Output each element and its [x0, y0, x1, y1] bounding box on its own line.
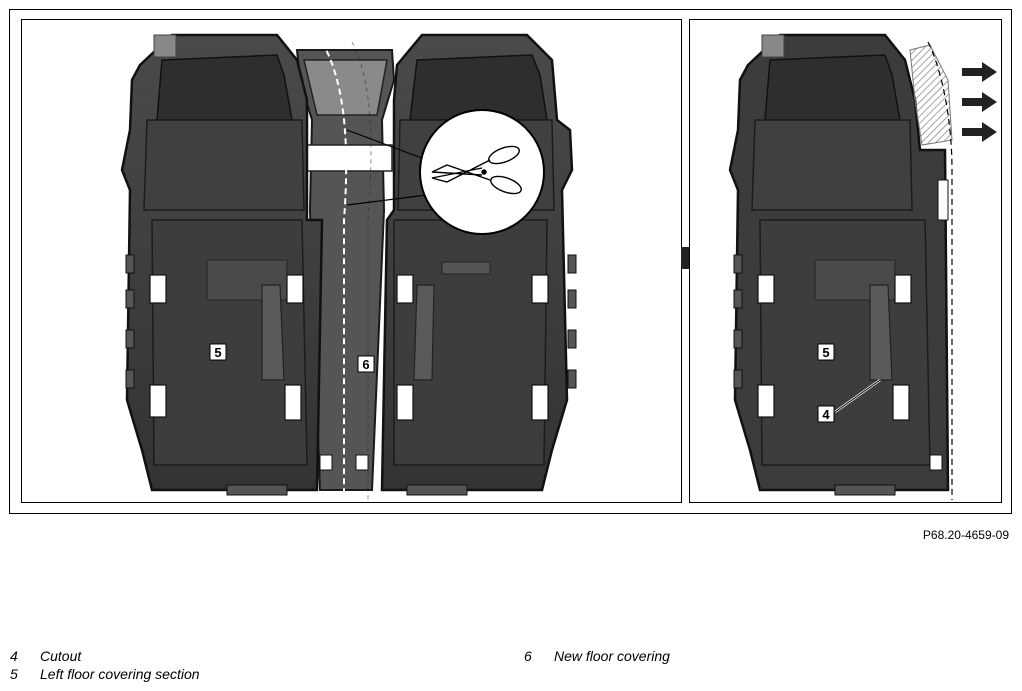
- mounting-tabs-cut: [733, 254, 896, 496]
- callout-5-box: [209, 343, 227, 361]
- cut-line: [321, 41, 348, 500]
- legend-number: 6: [524, 648, 532, 664]
- legend-number: 4: [10, 648, 18, 664]
- legend-right: 6 New floor covering: [524, 647, 670, 665]
- floor-covering-before-drawing: 5 6: [120, 33, 577, 500]
- legend-item: 4 Cutout: [10, 647, 200, 665]
- left-floor-section-cut: [728, 33, 950, 492]
- legend-left: 4 Cutout 5 Left floor covering section: [10, 647, 200, 683]
- tunnel-cutout: [306, 144, 393, 172]
- legend-item: 6 New floor covering: [524, 647, 670, 665]
- legend-text: Left floor covering section: [40, 666, 200, 682]
- floor-covering-after-drawing: 5 4: [728, 33, 997, 500]
- after-panel: 5 4: [689, 19, 1002, 503]
- right-floor-section: [380, 33, 574, 492]
- callout-5: 5: [214, 345, 221, 360]
- arrow-right-icon: [962, 122, 997, 142]
- scissors-icon: [431, 145, 522, 195]
- tunnel-top: [303, 59, 388, 116]
- legend-text: Cutout: [40, 648, 82, 664]
- cut-edge-line: [927, 41, 953, 500]
- legend-text: New floor covering: [554, 648, 670, 664]
- callout-5-right: 5: [822, 345, 829, 360]
- legend-item: 5 Left floor covering section: [10, 665, 200, 683]
- left-floor-section: [120, 33, 324, 492]
- arrow-right-icon: [962, 92, 997, 112]
- figure-frame: [9, 9, 1012, 514]
- mounting-tabs: [125, 254, 577, 496]
- callout-6: 6: [362, 357, 369, 372]
- figure-code: P68.20-4659-09: [922, 528, 1009, 542]
- arrow-right-icon: [962, 62, 997, 82]
- legend-number: 5: [10, 666, 18, 682]
- callout-4-box: [817, 405, 835, 423]
- callout-6-box: [357, 355, 375, 373]
- callout-4: 4: [822, 407, 830, 422]
- before-panel: 5 6: [21, 19, 682, 503]
- callout-5-right-box: [817, 343, 835, 361]
- pull-direction-arrows: [962, 62, 997, 142]
